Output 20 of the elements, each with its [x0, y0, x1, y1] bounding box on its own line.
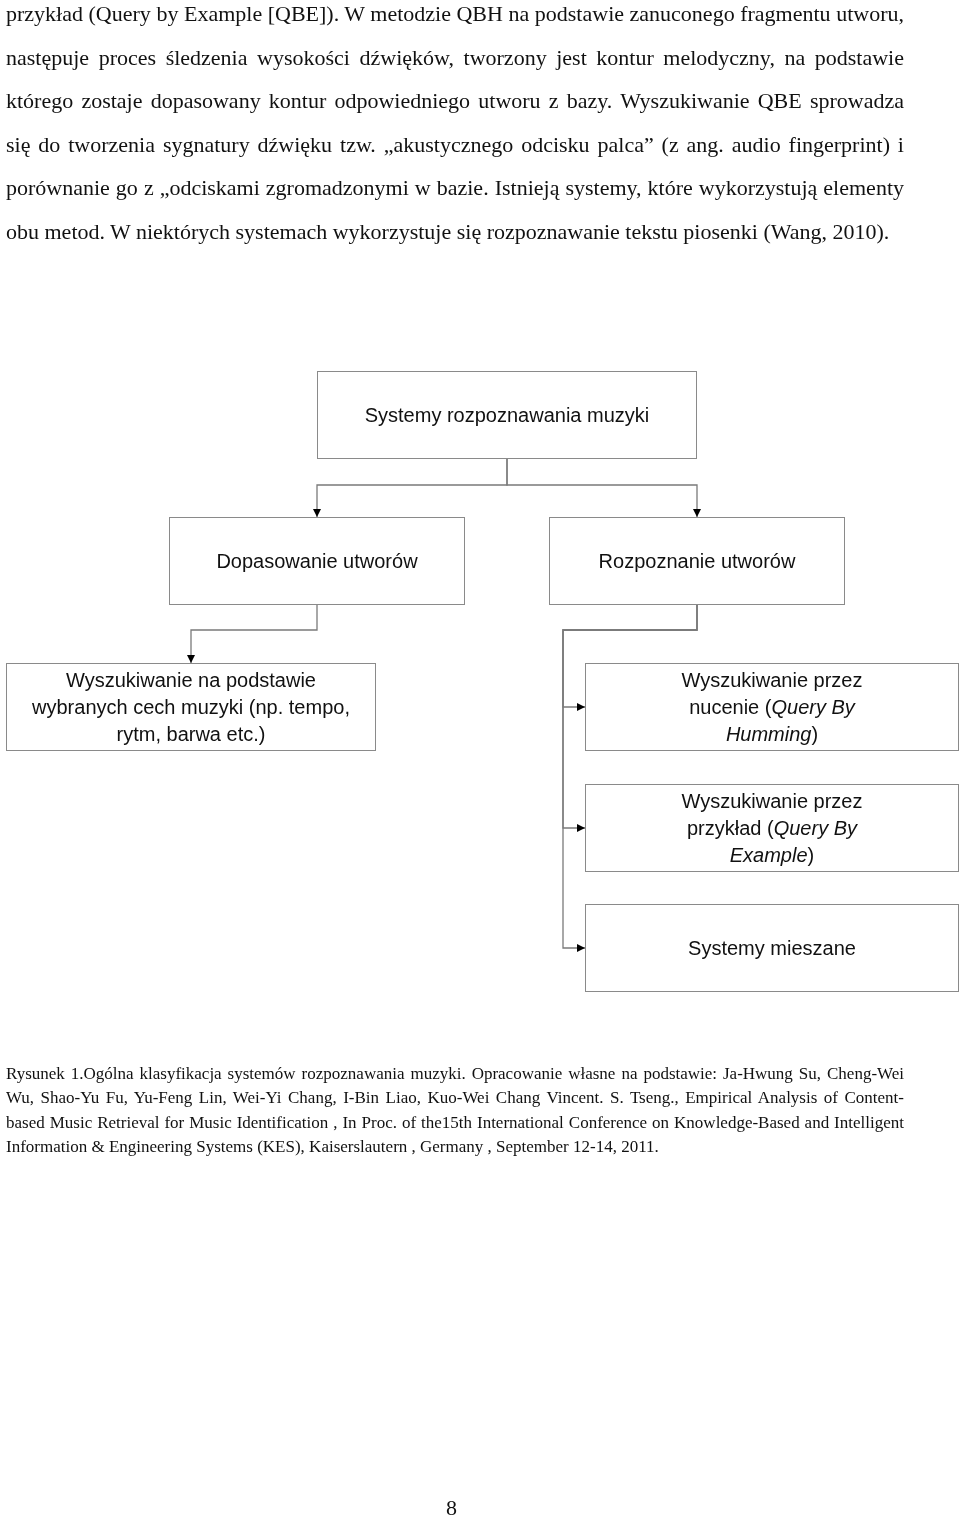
page-number: 8 [446, 1495, 457, 1521]
category-box [549, 517, 845, 605]
box-label: Dopasowanie utworów [216, 548, 418, 574]
category-box [169, 517, 465, 605]
body-paragraph: przykład (Query by Example [QBE]). W metodzie QBH na podstawie zanuconego fragmentu utworu, następuje proces śledzenia wysokości dźwięków, tworzony jest kontur melodyczny, na podstawie którego zostaje dopasowany kontur odpowiedniego utworu z bazy. Wyszukiwanie QBE sprowadza się do tworzenia sygnatury dźwięku tzw. „akustycznego odcisku palca” (z ang. audio fingerprint) i porównanie go z „odciskami zgromadzonymi w bazie. Istnieją systemy, które wykorzystują elementy obu metod. W niektórych systemach wykorzystuje się rozpoznawanie tekstu piosenki (Wang, 2010). [6, 0, 904, 246]
box-label: Rozpoznanie utworów [598, 548, 796, 574]
category-box [585, 784, 959, 872]
connector-arrow [187, 604, 318, 664]
box-label: Wyszukiwanie przez przykład (Query By Example) [680, 788, 864, 868]
connector-arrow [562, 604, 698, 952]
connector-arrow [506, 458, 701, 518]
box-label: Wyszukiwanie przez nucenie (Query By Humming) [680, 667, 864, 747]
category-box [585, 904, 959, 992]
category-box [6, 663, 376, 751]
category-box [317, 371, 697, 459]
box-label: Systemy rozpoznawania muzyki [364, 402, 650, 428]
box-label: Wyszukiwanie na podstawie wybranych cech muzyki (np. tempo, rytm, barwa etc.) [31, 667, 351, 747]
box-label: Systemy mieszane [688, 935, 856, 961]
figure-caption: Rysunek 1.Ogólna klasyfikacja systemów rozpoznawania muzyki. Opracowanie własne na podstawie: Ja-Hwung Su, Cheng-Wei Wu, Shao-Yu Fu, Yu-Feng Lin, Wei-Yi Chang, I-Bin Liao, Kuo-Wei Chang Vincent. S. Tseng., Empirical Analysis of Content-based Music Retrieval for Music Identification , In Proc. of the15th International Conference on Knowledge-Based and Intelligent Information & Engineering Systems (KES), Kaiserslautern , Germany , September 12-14, 2011. [6, 1063, 904, 1158]
category-box [585, 663, 959, 751]
